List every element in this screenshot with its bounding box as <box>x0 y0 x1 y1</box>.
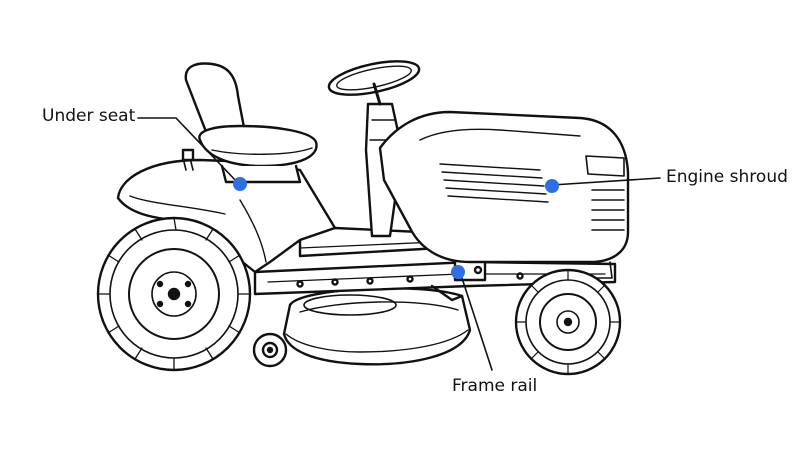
front-wheel <box>514 268 622 376</box>
leader-line-frame-rail <box>459 271 493 371</box>
marker-under-seat[interactable] <box>233 177 247 191</box>
callout-label-frame-rail: Frame rail <box>452 376 538 396</box>
mower-deck <box>282 287 472 366</box>
leader-line-under-seat <box>137 117 239 184</box>
marker-frame-rail[interactable] <box>451 265 465 279</box>
rear-wheel <box>96 216 252 372</box>
callout-label-under-seat: Under seat <box>42 106 136 126</box>
deck-roller-wheel <box>252 332 288 368</box>
marker-engine-shroud[interactable] <box>545 179 559 193</box>
engine-hood <box>378 110 630 279</box>
seat <box>184 62 318 184</box>
rear-body <box>116 148 337 274</box>
leader-line-engine-shroud <box>551 177 661 186</box>
callout-label-engine-shroud: Engine shroud <box>666 167 788 187</box>
